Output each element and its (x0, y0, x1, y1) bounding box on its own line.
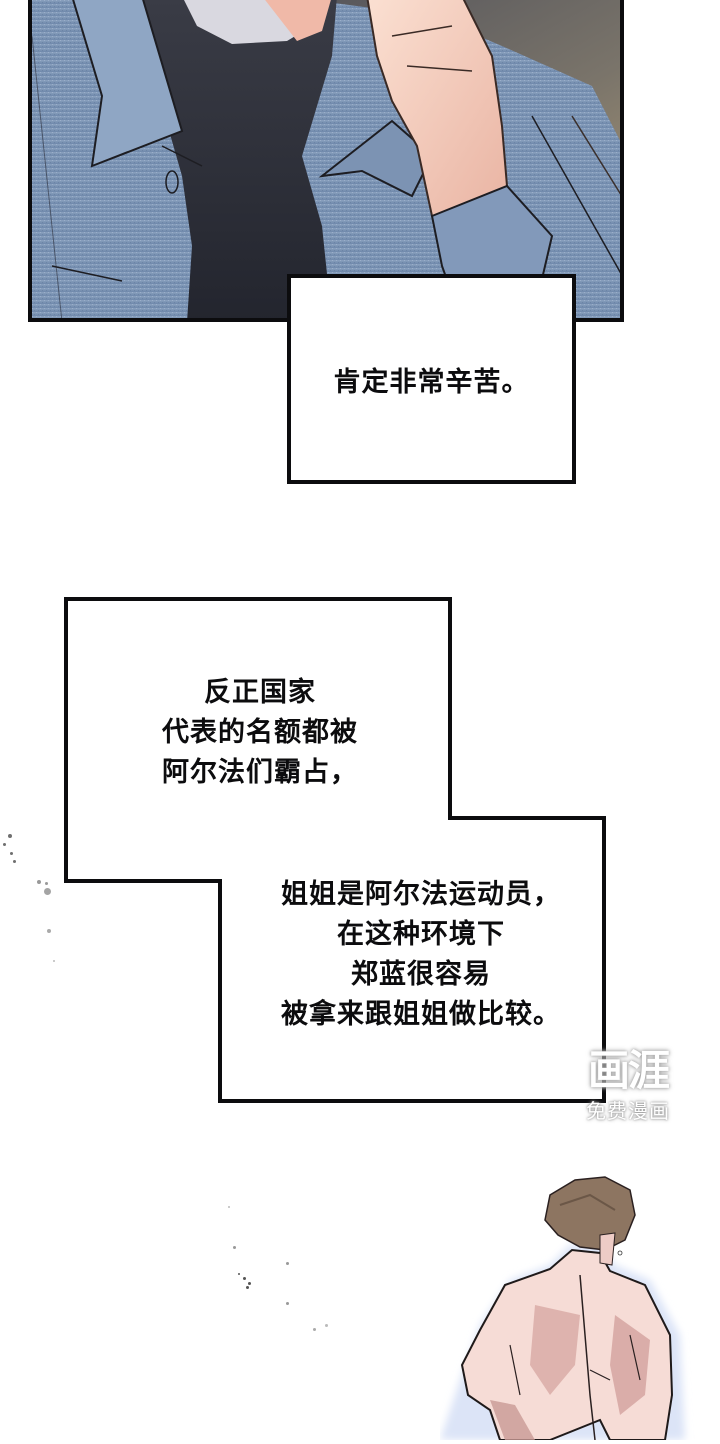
speck (286, 1302, 289, 1305)
speck (248, 1282, 251, 1285)
watermark-logo: 画涯 (587, 1046, 670, 1095)
caption-3-text: 姐姐是阿尔法运动员， 在这种环境下 郑蓝很容易 被拿来跟姐姐做比较。 (244, 875, 598, 1035)
speck (53, 960, 55, 962)
caption-line: 反正国家 (204, 677, 316, 708)
caption-text: 肯定非常辛苦。 (333, 366, 530, 398)
speck (233, 1246, 236, 1249)
caption-line: 阿尔法们霸占， (162, 757, 358, 788)
man-back-illustration (440, 1176, 685, 1441)
panel-illustration (32, 0, 620, 318)
speck (45, 882, 48, 885)
figure-illustration (440, 1165, 720, 1441)
caption-2-text: 反正国家 代表的名额都被 阿尔法们霸占， (120, 673, 400, 793)
speck (238, 1273, 240, 1275)
caption-line: 在这种环境下 (337, 919, 505, 950)
comic-panel-top (28, 0, 624, 322)
speck (286, 1262, 289, 1265)
speck (3, 843, 6, 846)
caption-line: 被拿来跟姐姐做比较。 (281, 999, 561, 1030)
speck (313, 1328, 316, 1331)
speck (228, 1206, 230, 1208)
watermark-subtitle: 免费漫画 (586, 1099, 670, 1123)
speck (37, 880, 41, 884)
speck (325, 1324, 328, 1327)
watermark: 画涯 免费漫画 (566, 1046, 690, 1142)
speck (10, 852, 13, 855)
speck (246, 1286, 249, 1289)
caption-line: 代表的名额都被 (162, 717, 358, 748)
caption-line: 郑蓝很容易 (351, 959, 491, 990)
caption-border (64, 597, 606, 1103)
speck (47, 929, 51, 933)
speck (243, 1277, 246, 1280)
speck (44, 888, 51, 895)
speck (8, 834, 12, 838)
speck (13, 860, 16, 863)
caption-line: 姐姐是阿尔法运动员， (281, 879, 561, 910)
stepped-caption-box: 反正国家 代表的名额都被 阿尔法们霸占， 姐姐是阿尔法运动员， 在这种环境下 郑… (64, 597, 606, 1103)
caption-box: 肯定非常辛苦。 (287, 274, 576, 484)
